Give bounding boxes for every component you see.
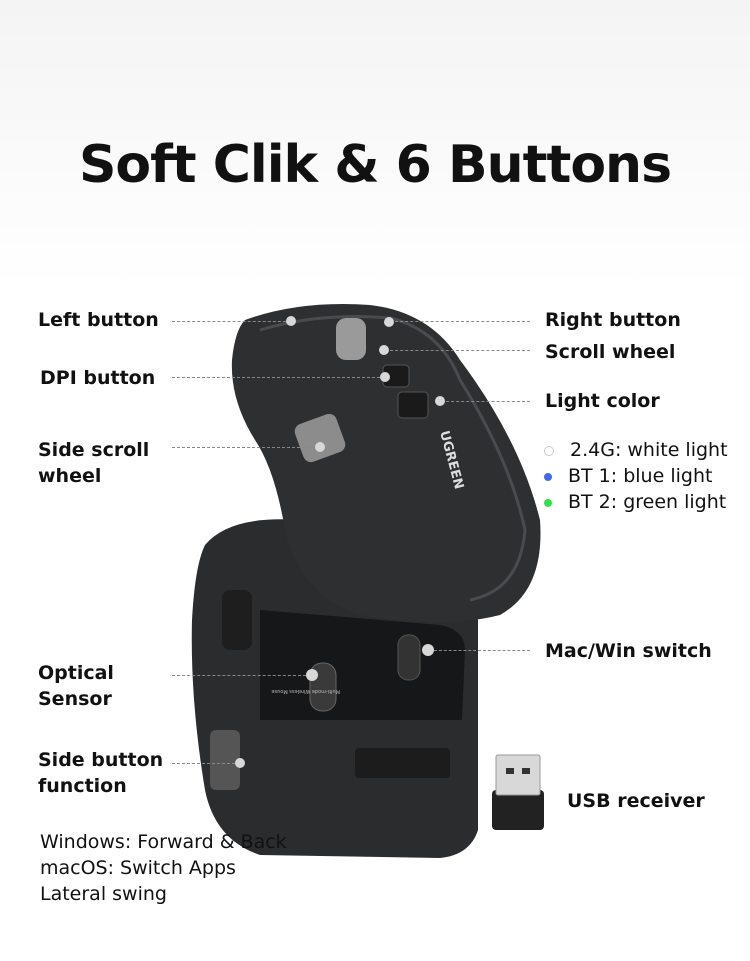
label-mac-win-switch: Mac/Win switch bbox=[545, 640, 712, 662]
side-note-windows: Windows: Forward & Back bbox=[40, 831, 287, 853]
label-line: Optical bbox=[38, 662, 114, 684]
side-note-macos: macOS: Switch Apps bbox=[40, 857, 236, 879]
legend-text: BT 1: blue light bbox=[568, 465, 713, 487]
legend-text: 2.4G: white light bbox=[570, 439, 728, 461]
callout-line bbox=[172, 763, 235, 764]
label-scroll-wheel: Scroll wheel bbox=[545, 341, 676, 363]
label-left-button: Left button bbox=[38, 309, 159, 331]
label-side-scroll-wheel: Side scroll wheel bbox=[38, 437, 149, 489]
light-legend-blue: BT 1: blue light bbox=[544, 463, 712, 489]
light-legend-white: 2.4G: white light bbox=[544, 437, 728, 463]
green-dot-icon bbox=[544, 498, 552, 507]
legend-text: BT 2: green light bbox=[568, 491, 727, 513]
usb-receiver-image bbox=[492, 754, 544, 830]
callout-line bbox=[446, 401, 530, 402]
label-line: Side button bbox=[38, 749, 164, 771]
callout-line bbox=[390, 350, 530, 351]
blue-dot-icon bbox=[544, 472, 552, 481]
light-legend-green: BT 2: green light bbox=[544, 489, 726, 515]
white-dot-icon bbox=[544, 445, 554, 456]
callout-line bbox=[172, 377, 380, 378]
label-right-button: Right button bbox=[545, 309, 681, 331]
mouse-top-view: UGREEN bbox=[231, 304, 541, 623]
label-line: function bbox=[38, 775, 127, 797]
callout-line bbox=[395, 321, 530, 322]
callout-line bbox=[434, 650, 530, 651]
label-optical-sensor: Optical Sensor bbox=[38, 660, 114, 712]
label-usb-receiver: USB receiver bbox=[567, 790, 705, 812]
label-light-color: Light color bbox=[545, 390, 660, 412]
label-dpi-button: DPI button bbox=[40, 367, 156, 389]
page-title: Soft Clik & 6 Buttons bbox=[78, 135, 672, 195]
callout-line bbox=[172, 321, 286, 322]
label-line: wheel bbox=[38, 465, 102, 487]
label-line: Side scroll bbox=[38, 439, 150, 461]
label-side-button-function: Side button function bbox=[38, 747, 163, 799]
side-note-lateral: Lateral swing bbox=[40, 883, 167, 905]
callout-line bbox=[172, 675, 306, 676]
label-line: Sensor bbox=[38, 688, 112, 710]
callout-line bbox=[172, 447, 315, 448]
svg-text:Multi-mode Wireless Mouse: Multi-mode Wireless Mouse bbox=[271, 688, 340, 694]
callout-dots bbox=[235, 316, 445, 768]
